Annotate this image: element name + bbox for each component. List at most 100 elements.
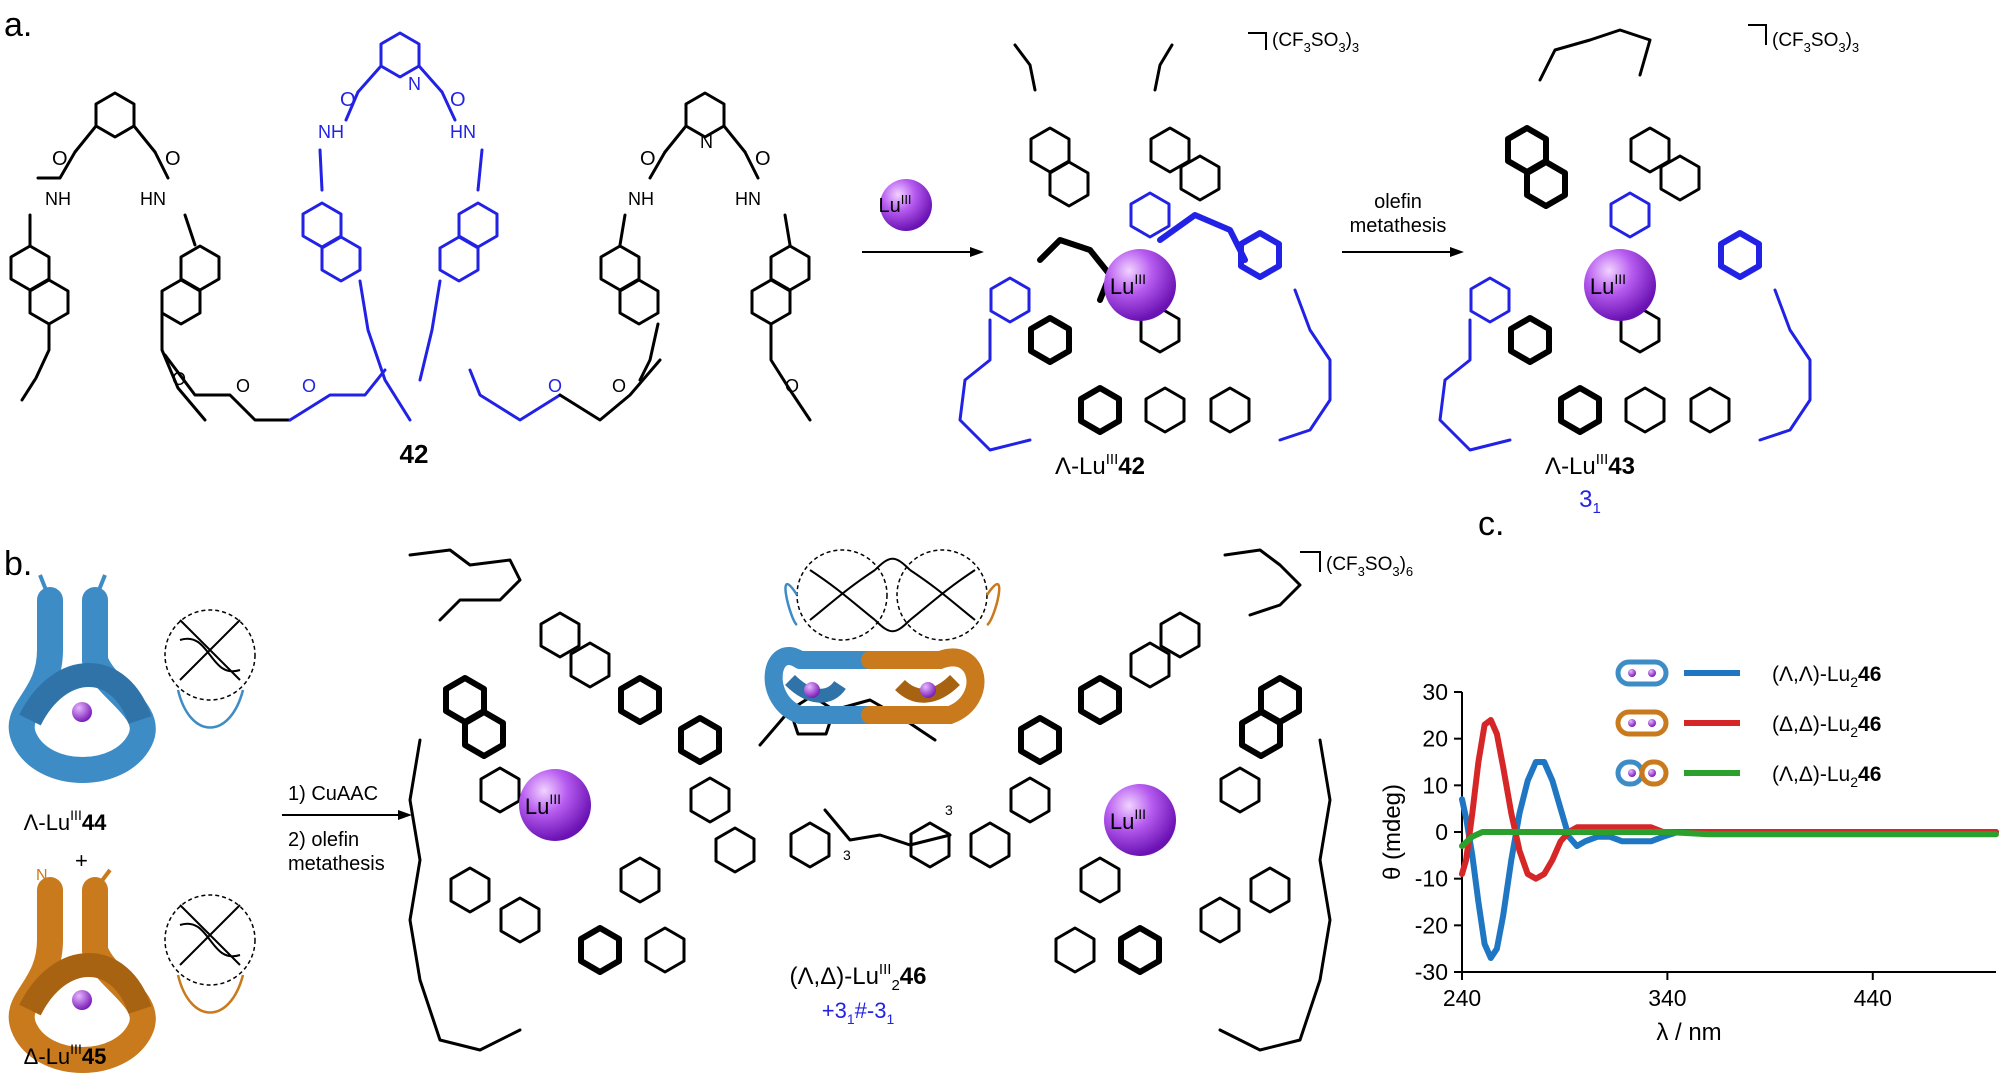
legend-label: (Λ,Λ)-Lu246 [1772,663,1881,690]
panel-a-label: a. [4,6,32,44]
legend-knot-icon-orange [1615,709,1669,737]
svg-text:O: O [755,148,771,170]
knot-label-44: Λ-LuIII44 [24,807,107,835]
peg-top-left [408,548,522,622]
oxygen-label: O [172,369,186,389]
ligand-42-left-arm: O O NH HN [9,91,221,422]
reaction-arrow-1-head [970,247,984,257]
panel-b: b. Λ-LuIII44 N3 + Δ-LuIII45 [4,545,1413,1073]
panel-a: a. O O NH HN [4,6,1859,517]
reaction-arrow-2-head [1450,247,1464,257]
x-tick-label: 340 [1648,985,1686,1011]
y-tick-label: -10 [1415,866,1448,892]
lu-center-43 [1584,249,1656,321]
lu-reagent-label: LuIII [878,192,911,217]
counterion-a2: (CF3SO3)3 [1772,30,1859,55]
peg-top-right [1223,548,1302,617]
legend-knot-icon-blue [1615,659,1669,687]
panel-b-label: b. [4,545,32,583]
step-metathesis-b: metathesis [288,853,385,875]
oxygen-label: O [548,376,562,396]
step-cuaac: 1) CuAAC [288,783,378,805]
counterion-b: (CF3SO3)6 [1326,554,1413,579]
legend-label: (Δ,Δ)-Lu246 [1772,713,1881,740]
knot-45-diagram [164,894,256,1014]
panel-c-label: c. [1478,505,1504,543]
lu-center-label: LuIII [1590,271,1626,299]
x-axis-label: λ / nm [1656,1019,1721,1046]
repeat-index: 3 [843,847,851,863]
peg-chain-left-blue [288,368,387,422]
knot-label-45: Δ-LuIII45 [24,1041,107,1069]
y-tick-label: -20 [1415,912,1448,938]
legend-knot-icon-mixed [1615,759,1669,787]
svg-text:NH: NH [318,122,344,142]
complex-lu43 [1438,28,1812,452]
svg-text:O: O [450,89,466,111]
legend-label: (Λ,Δ)-Lu246 [1772,763,1881,790]
lu-center-label: LuIII [1110,271,1146,299]
compound-label-42: 42 [400,439,429,469]
x-tick-label: 440 [1854,985,1892,1011]
ligand-42-structure: O O NH HN O O N NH [9,31,812,422]
lu-center-label: LuIII [525,791,561,819]
step-olefin: olefin [1374,191,1422,213]
svg-text:N: N [408,74,421,94]
topology-label-46: +31#-31 [822,998,895,1027]
svg-text:NH: NH [628,189,654,209]
reaction-arrow-3-head [398,810,412,820]
composite-knot-illustration [764,647,985,724]
oxygen-label: O [236,376,250,396]
svg-text:HN: HN [735,189,761,209]
lu-center-46-left [519,769,591,841]
olefin-linker [823,808,952,847]
complex-label-lu42: Λ-LuIII42 [1055,451,1145,480]
allyl-groups [1013,43,1174,92]
strand-bold-1 [1037,237,1113,303]
y-tick-label: 30 [1422,679,1448,705]
y-tick-label: 10 [1422,772,1448,798]
peg-chain-left [163,353,292,422]
peg-bottom-right [1218,738,1332,1052]
ligand-42-middle-arm: O O N NH HN [301,31,499,422]
cd-spectrum-chart: -30 -20 -10 0 10 20 30 240 340 440 λ / nm θ (mdeg) [1379,679,1999,1046]
peg-chain-right [558,358,662,422]
svg-text:O: O [52,148,68,170]
peg-chain-right-blue [468,368,562,422]
peg-loop-right [1278,288,1332,442]
svg-text:NH: NH [45,189,71,209]
chart-legend: (Λ,Λ)-Lu246 (Δ,Δ)-Lu246 (Λ,Δ)-Lu246 [1615,659,1881,790]
step-metathesis: metathesis [1350,215,1447,237]
repeat-index: 3 [945,802,953,818]
peg-loop-left [1438,318,1512,452]
strand-bold-2 [1157,212,1248,263]
dimer-label-46: (Λ,Δ)-LuIII246 [790,961,927,994]
counterion-a1: (CF3SO3)3 [1272,30,1359,55]
bracket-a2 [1748,24,1767,45]
svg-text:O: O [640,148,656,170]
peg-bottom-left [408,738,522,1052]
y-tick-label: 20 [1422,726,1448,752]
y-tick-label: -30 [1415,959,1448,985]
lu-center-46-right [1104,784,1176,856]
legend-entry-1: (Δ,Δ)-Lu246 [1615,709,1881,740]
peg-loop-left [958,318,1032,452]
topology-label-31: 31 [1579,486,1601,517]
svg-text:HN: HN [450,122,476,142]
oxygen-label: O [612,376,626,396]
y-axis-label: θ (mdeg) [1379,784,1406,880]
series-line-0 [1459,759,1999,961]
series-line-2 [1459,829,1999,849]
ligand-42-right-arm: O O N NH HN [599,91,812,422]
metathesis-bridge [1538,28,1652,82]
lu-center-42 [1104,249,1176,321]
svg-text:N: N [700,132,713,152]
oxygen-label: O [302,376,316,396]
y-tick-label: 0 [1435,819,1448,845]
lu-center-label: LuIII [1110,806,1146,834]
step-olefin-b: 2) olefin [288,829,359,851]
legend-entry-2: (Λ,Δ)-Lu246 [1615,759,1881,790]
knot-45-illustration [8,868,156,1073]
x-tick-label: 240 [1443,985,1481,1011]
